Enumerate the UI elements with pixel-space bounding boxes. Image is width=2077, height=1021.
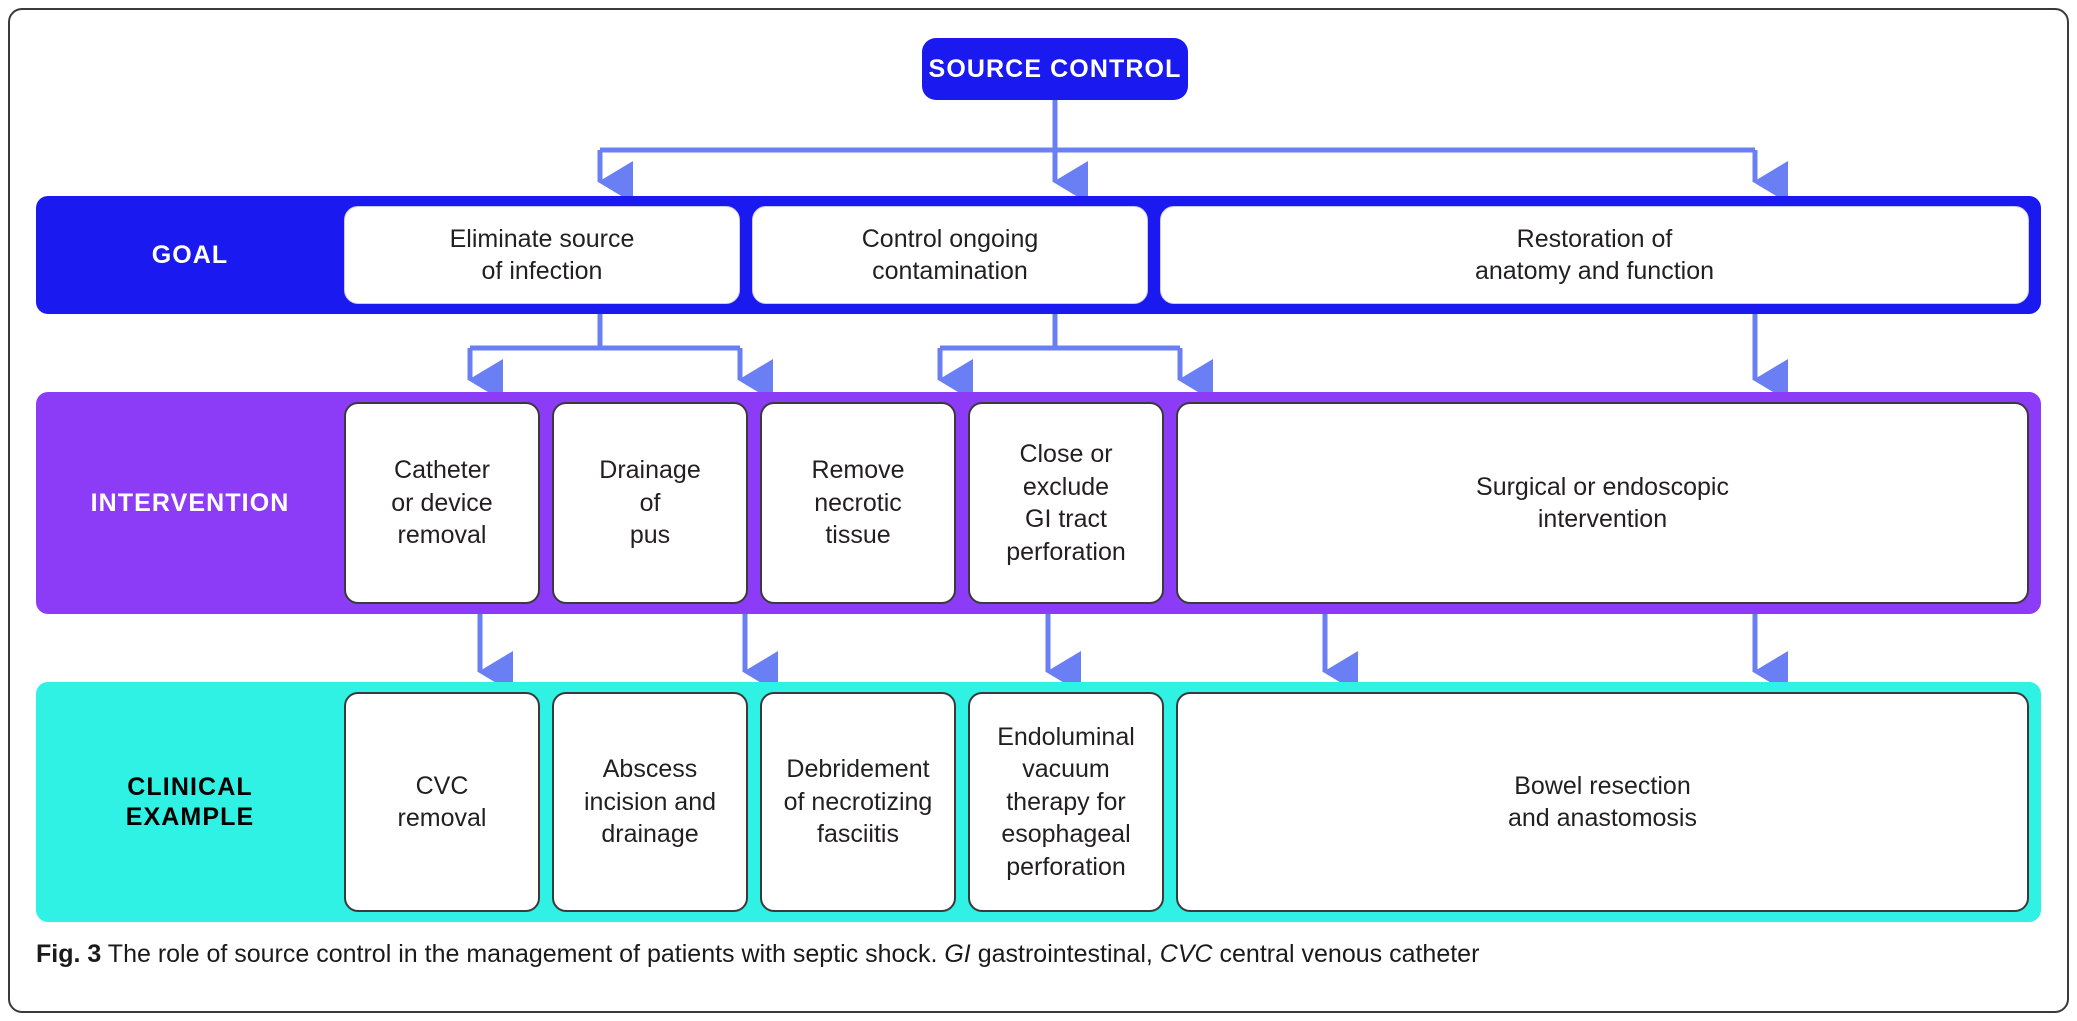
caption-figure-number: Fig. 3 <box>36 940 102 968</box>
clinical-box-2: Abscess incision and drainage <box>552 692 748 912</box>
row-clinical-example: CLINICAL EXAMPLE CVC removal Abscess inc… <box>36 682 2041 922</box>
caption-abbr-gi-expansion: gastrointestinal, <box>977 940 1153 968</box>
caption-abbr-cvc: CVC <box>1159 940 1213 968</box>
row-cells-clinical-example: CVC removal Abscess incision and drainag… <box>344 682 2041 922</box>
caption-text: The role of source control in the manage… <box>107 940 938 968</box>
row-goal: GOAL Eliminate source of infection Contr… <box>36 196 2041 314</box>
row-label-goal: GOAL <box>151 240 229 269</box>
row-intervention: INTERVENTION Catheter or device removal … <box>36 392 2041 614</box>
row-cells-goal: Eliminate source of infection Control on… <box>344 196 2041 314</box>
intervention-box-4: Close or exclude GI tract perforation <box>968 402 1164 604</box>
caption-abbr-cvc-expansion: central venous catheter <box>1219 940 1480 968</box>
figure-border <box>8 8 2069 1013</box>
clinical-box-3: Debridement of necrotizing fasciitis <box>760 692 956 912</box>
intervention-box-2: Drainage of pus <box>552 402 748 604</box>
row-cells-intervention: Catheter or device removal Drainage of p… <box>344 392 2041 614</box>
intervention-box-3: Remove necrotic tissue <box>760 402 956 604</box>
figure-caption: Fig. 3 The role of source control in the… <box>36 940 2036 969</box>
goal-box-2: Control ongoing contamination <box>752 206 1148 304</box>
clinical-box-1: CVC removal <box>344 692 540 912</box>
clinical-box-5: Bowel resection and anastomosis <box>1176 692 2029 912</box>
intervention-box-1: Catheter or device removal <box>344 402 540 604</box>
caption-abbr-gi: GI <box>944 940 971 968</box>
root-node-source-control: SOURCE CONTROL <box>922 38 1188 100</box>
row-label-clinical-example: CLINICAL EXAMPLE <box>125 772 255 832</box>
root-node-label: SOURCE CONTROL <box>928 54 1182 83</box>
goal-box-3: Restoration of anatomy and function <box>1160 206 2029 304</box>
row-label-intervention: INTERVENTION <box>90 488 290 517</box>
clinical-box-4: Endoluminal vacuum therapy for esophagea… <box>968 692 1164 912</box>
goal-box-1: Eliminate source of infection <box>344 206 740 304</box>
intervention-box-5: Surgical or endoscopic intervention <box>1176 402 2029 604</box>
